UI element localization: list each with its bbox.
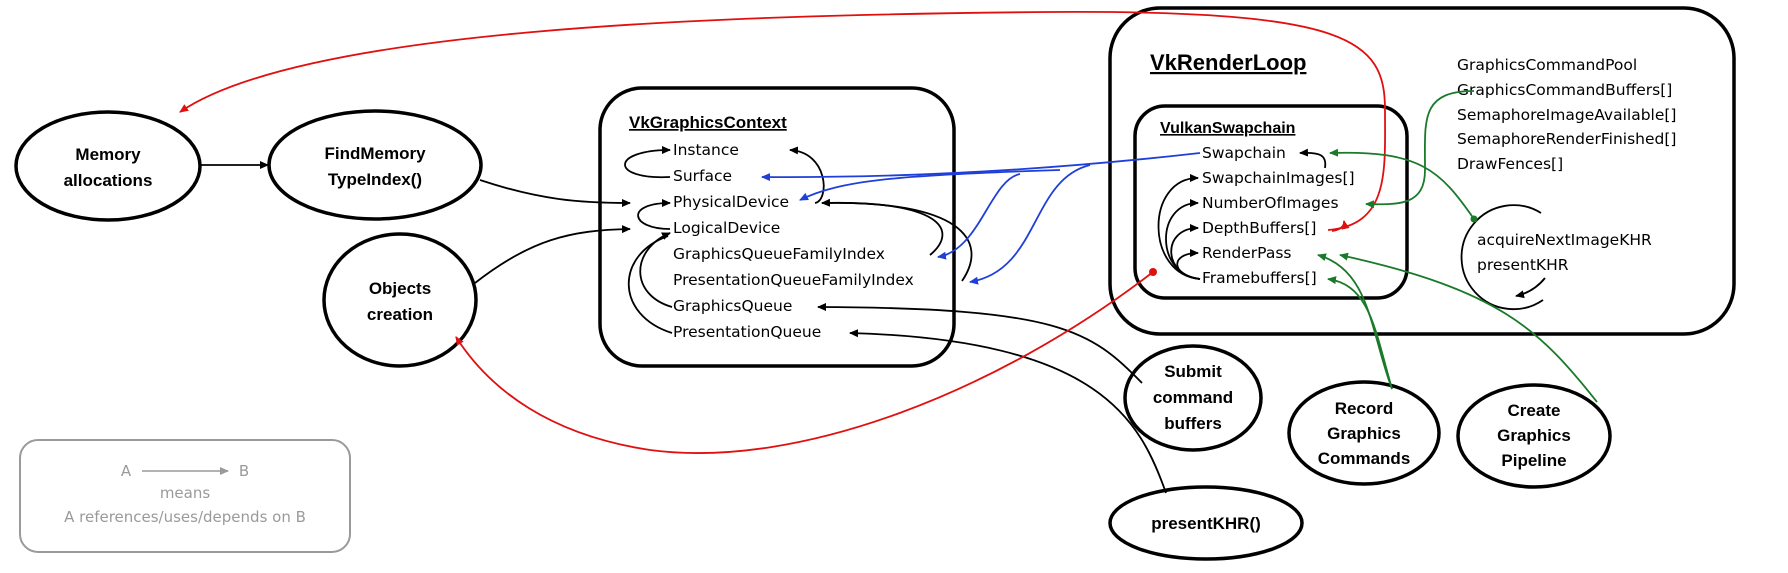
legend-box <box>19 439 351 553</box>
node-submit-command-buffers: Submit command buffers <box>1123 344 1263 452</box>
node-create-graphics-pipeline: Create Graphics Pipeline <box>1456 383 1612 489</box>
node-record-graphics-commands: Record Graphics Commands <box>1287 380 1441 486</box>
field-number-of-images: NumberOfImages <box>1202 194 1339 212</box>
edge-pqfi-to-physical <box>821 202 973 282</box>
graphics-context-fields: Instance Surface PhysicalDevice LogicalD… <box>673 141 914 341</box>
node-label: FindMemory <box>324 144 426 163</box>
red-origin-dot <box>1149 268 1157 276</box>
legend-description: A references/uses/depends on B <box>64 508 306 526</box>
node-find-memory-type-index: FindMemory TypeIndex() <box>267 109 483 221</box>
node-label: Graphics <box>1327 424 1401 443</box>
edge-depth-to-memory <box>179 11 1386 231</box>
field-presentation-queue-family-index: PresentationQueueFamilyIndex <box>673 271 914 289</box>
edge-submit-to-gqueue <box>817 303 1143 384</box>
edge-swapchain-to-objects <box>455 271 1154 454</box>
render-loop-box <box>1108 6 1736 336</box>
node-label: Pipeline <box>1501 451 1566 470</box>
field-semaphore-image-available: SemaphoreImageAvailable[] <box>1457 106 1676 124</box>
graphics-context-title: VkGraphicsContext <box>629 113 787 132</box>
edge-fb-to-numimages <box>1165 199 1201 280</box>
swapchain-fields: Swapchain SwapchainImages[] NumberOfImag… <box>1202 144 1355 287</box>
edge-loop-to-swapchain <box>1329 148 1475 220</box>
node-label: command <box>1153 388 1233 407</box>
field-swapchain: Swapchain <box>1202 144 1286 162</box>
render-loop-cycle: acquireNextImageKHR presentKHR <box>1460 204 1652 311</box>
loop-arrow <box>1515 277 1546 299</box>
swapchain-title: VulkanSwapchain <box>1160 120 1295 137</box>
graphics-context-box <box>598 86 956 368</box>
node-label: Graphics <box>1497 426 1571 445</box>
loop-arc <box>1460 204 1544 311</box>
green-origin-dot <box>1470 215 1478 223</box>
render-loop-title: VkRenderLoop <box>1150 50 1306 75</box>
edge-depth-to-numimages <box>1331 220 1350 232</box>
field-graphics-command-pool: GraphicsCommandPool <box>1457 56 1637 74</box>
edge-pqueue-to-logical <box>627 235 673 334</box>
swapchain-box <box>1133 104 1409 300</box>
node-label: Memory <box>75 145 141 164</box>
edge-images-to-swapchain <box>1299 148 1327 169</box>
edge-swapchain-to-surface <box>761 152 1201 182</box>
blue-edges <box>761 152 1201 285</box>
edge-swapchain-to-pqfi <box>969 164 1091 285</box>
edge-swapchain-to-gqfi <box>937 173 1021 260</box>
field-instance: Instance <box>673 141 739 159</box>
legend: A B means A references/uses/depends on B <box>64 462 306 526</box>
loop-present: presentKHR <box>1477 256 1569 274</box>
edge-gqueue-to-logical <box>639 232 673 308</box>
field-draw-fences: DrawFences[] <box>1457 155 1563 173</box>
edge-pipeline-to-renderpass <box>1339 252 1598 403</box>
edge-present-to-pqueue <box>849 329 1167 494</box>
field-graphics-queue-family-index: GraphicsQueueFamilyIndex <box>673 245 885 263</box>
field-presentation-queue: PresentationQueue <box>673 323 821 341</box>
node-label: allocations <box>64 171 153 190</box>
edge-record-to-renderpass <box>1317 253 1393 390</box>
edge-findmemory-to-context <box>479 179 631 207</box>
field-semaphore-render-finished: SemaphoreRenderFinished[] <box>1457 130 1676 148</box>
field-logical-device: LogicalDevice <box>673 219 780 237</box>
edge-logical-to-physical <box>637 199 671 230</box>
node-label: creation <box>367 305 433 324</box>
field-surface: Surface <box>673 167 732 185</box>
node-label: buffers <box>1164 414 1222 433</box>
render-loop-fields: GraphicsCommandPool GraphicsCommandBuffe… <box>1457 56 1676 173</box>
node-label: presentKHR() <box>1151 514 1261 533</box>
node-label: TypeIndex() <box>328 170 422 189</box>
field-depth-buffers: DepthBuffers[] <box>1202 219 1316 237</box>
edge-fb-to-renderpass <box>1176 249 1201 280</box>
field-physical-device: PhysicalDevice <box>673 193 789 211</box>
node-present-khr: presentKHR() <box>1108 485 1304 561</box>
legend-a: A <box>121 462 132 480</box>
node-label: Commands <box>1318 449 1411 468</box>
black-edges <box>201 146 1327 494</box>
node-label: Objects <box>369 279 431 298</box>
green-edges <box>1317 90 1598 403</box>
node-label: Create <box>1508 401 1561 420</box>
field-graphics-queue: GraphicsQueue <box>673 297 792 315</box>
node-memory-allocations: Memory allocations <box>14 110 202 222</box>
field-swapchain-images: SwapchainImages[] <box>1202 169 1355 187</box>
legend-b: B <box>239 462 249 480</box>
edge-objects-to-context <box>474 225 631 284</box>
field-framebuffers: Framebuffers[] <box>1202 269 1317 287</box>
field-render-pass: RenderPass <box>1202 244 1291 262</box>
node-objects-creation: Objects creation <box>322 232 478 368</box>
edge-swapchain-to-physical <box>799 169 1061 201</box>
red-edges <box>179 11 1386 454</box>
node-label: Record <box>1335 399 1394 418</box>
node-label: Submit <box>1164 362 1222 381</box>
edge-surface-to-instance <box>624 146 671 179</box>
legend-means: means <box>160 484 211 502</box>
edge-cmdbuffers-to-numimages <box>1365 90 1475 209</box>
edge-record-to-framebuffers <box>1327 276 1393 390</box>
loop-acquire-next-image: acquireNextImageKHR <box>1477 231 1652 249</box>
field-graphics-command-buffers: GraphicsCommandBuffers[] <box>1457 81 1672 99</box>
